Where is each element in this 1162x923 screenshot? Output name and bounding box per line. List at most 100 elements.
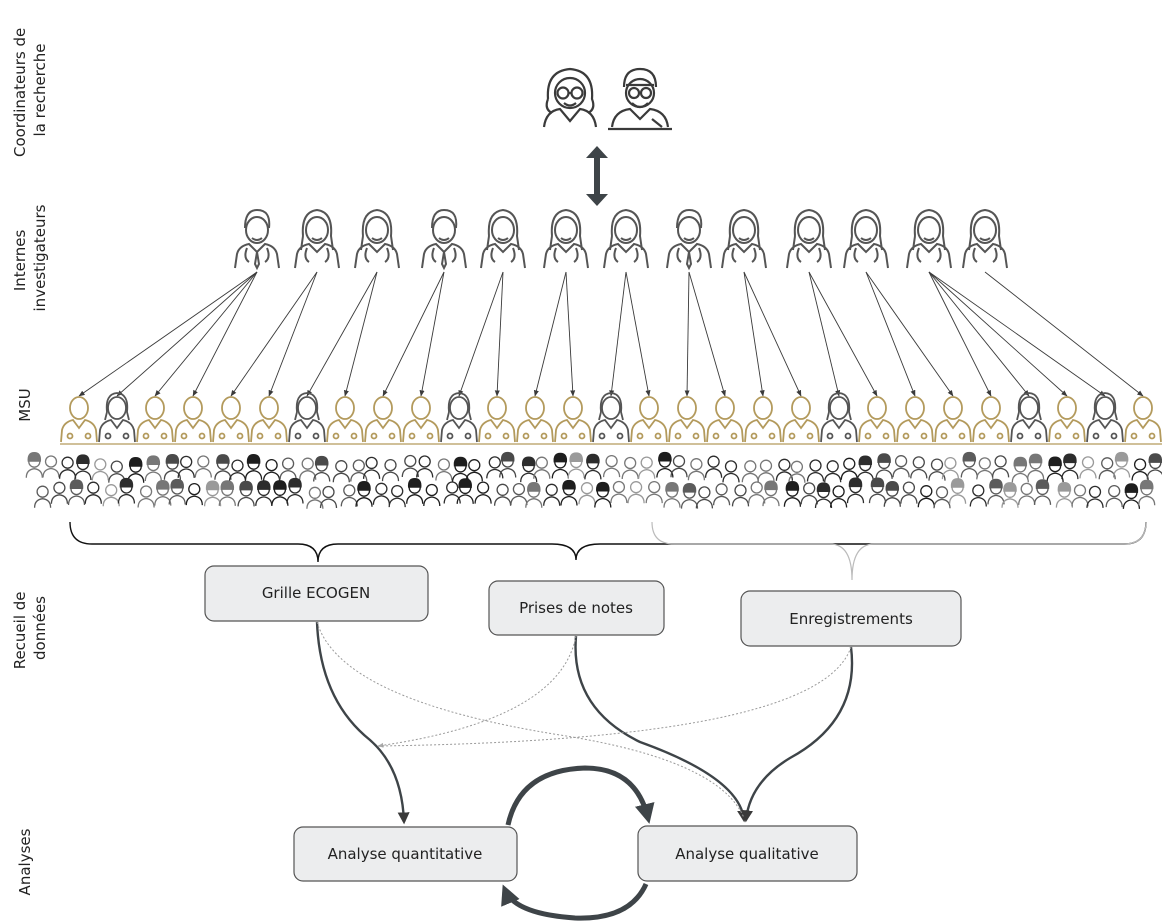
investigator-msu-arrow xyxy=(865,271,916,397)
patient-figure xyxy=(1146,453,1162,479)
patient-figure xyxy=(1122,483,1141,509)
investigator-msu-arrow xyxy=(306,271,378,397)
investigator-icon xyxy=(666,208,712,271)
patient-figure xyxy=(423,483,441,507)
patient-figure xyxy=(33,485,52,508)
patient-figure xyxy=(1026,453,1045,480)
box-analyse-qualitative-label: Analyse qualitative xyxy=(675,845,819,863)
investigator-msu-arrow xyxy=(268,271,318,397)
patient-figure xyxy=(493,483,512,506)
patient-figure xyxy=(355,481,373,507)
patient-figure xyxy=(1112,451,1131,478)
coordination-double-arrow xyxy=(586,146,608,206)
patient-figure xyxy=(712,483,731,506)
patient-figure xyxy=(900,481,918,504)
coordinator-female-icon xyxy=(542,67,598,128)
investigator-msu-arrow xyxy=(928,271,1068,397)
patient-figure xyxy=(262,458,281,482)
row-label-data-collection-line2: données xyxy=(31,596,49,660)
investigator-msu-arrow xyxy=(684,271,690,397)
investigator-msu-arrow xyxy=(192,271,258,397)
patient-figure xyxy=(1131,458,1149,481)
row-label-investigators-line2: investigateurs xyxy=(31,204,49,311)
patient-figure xyxy=(533,456,551,479)
investigator-msu-arrow xyxy=(609,271,627,397)
patient-figure xyxy=(185,482,203,506)
patient-figure xyxy=(551,452,569,479)
msu-icon xyxy=(668,396,706,443)
patient-figure xyxy=(875,453,893,479)
patient-figure xyxy=(286,477,304,504)
investigator-msu-arrow xyxy=(928,271,1030,397)
patient-figure xyxy=(237,480,255,507)
box-analyse-quantitative: Analyse quantitative xyxy=(293,826,518,882)
patient-figure xyxy=(567,452,585,479)
patient-figure xyxy=(1055,481,1074,508)
patient-figure xyxy=(578,482,596,505)
patient-figure xyxy=(406,478,424,504)
box-prises-de-notes: Prises de notes xyxy=(488,580,665,636)
patient-figure xyxy=(976,457,994,480)
patient-figure xyxy=(731,484,750,507)
patient-figure xyxy=(313,455,331,482)
coordinators-group xyxy=(542,67,672,206)
investigator-msu-arrow xyxy=(865,271,954,397)
patient-figure xyxy=(656,451,674,478)
msu-icon xyxy=(820,392,858,443)
patient-figure xyxy=(144,455,162,482)
patient-figure xyxy=(856,455,874,482)
investigator-msu-arrow xyxy=(154,271,258,397)
patient-figure xyxy=(829,485,848,508)
patient-figure xyxy=(299,457,317,480)
patient-figure xyxy=(127,457,145,483)
patient-figure xyxy=(332,460,350,483)
msu-icon xyxy=(250,396,288,443)
investigator-msu-arrow xyxy=(230,271,318,397)
patient-figure xyxy=(350,459,368,482)
investigator-msu-arrow xyxy=(533,271,567,397)
patient-figure xyxy=(800,482,818,505)
patient-figure xyxy=(306,486,324,509)
patient-figure xyxy=(50,481,69,504)
msu-icon xyxy=(1010,392,1048,443)
svg-text:Coordinateurs de la rech: Coordinateurs de la recherche xyxy=(11,23,49,157)
patient-figure xyxy=(1079,456,1097,479)
patient-figure xyxy=(610,480,628,504)
patient-figure xyxy=(168,478,186,505)
patient-figure xyxy=(806,459,825,482)
investigator-icon xyxy=(480,208,526,269)
patient-figure xyxy=(244,454,263,480)
box-grille-ecogen: Grille ECOGEN xyxy=(204,565,429,622)
row-label-coordinators: Coordinateurs de la recherche xyxy=(11,23,49,157)
patient-figure xyxy=(117,477,136,504)
msu-icon xyxy=(136,396,174,443)
msu-icon xyxy=(1048,396,1086,443)
patient-figure xyxy=(451,456,470,483)
patient-figure xyxy=(762,480,780,507)
patient-figure xyxy=(1086,485,1104,508)
patient-figure xyxy=(645,480,663,504)
msu-icon xyxy=(1124,396,1162,443)
patient-figure xyxy=(941,456,960,480)
patient-figure xyxy=(670,455,688,478)
patient-figure xyxy=(722,460,740,483)
patient-figure xyxy=(435,458,453,481)
investigator-msu-arrow xyxy=(743,271,765,397)
patient-figure xyxy=(401,454,419,478)
row-label-coordinators-line1: Coordinateurs de xyxy=(11,28,29,157)
patient-figure xyxy=(543,483,561,506)
flow-solid-curves xyxy=(315,621,854,825)
patient-figure xyxy=(928,458,946,481)
patient-figure xyxy=(443,481,461,504)
msu-icon xyxy=(592,392,630,443)
patient-figure xyxy=(67,479,86,506)
box-analyse-qualitative: Analyse qualitative xyxy=(637,825,858,882)
investigator-icon xyxy=(421,208,467,271)
patient-figure xyxy=(584,453,602,480)
msu-icon xyxy=(706,396,744,443)
patient-figure xyxy=(560,479,578,506)
msu-icon xyxy=(744,396,782,443)
msu-icon xyxy=(288,392,326,443)
patient-figure xyxy=(991,455,1010,478)
patient-figure xyxy=(883,481,901,507)
